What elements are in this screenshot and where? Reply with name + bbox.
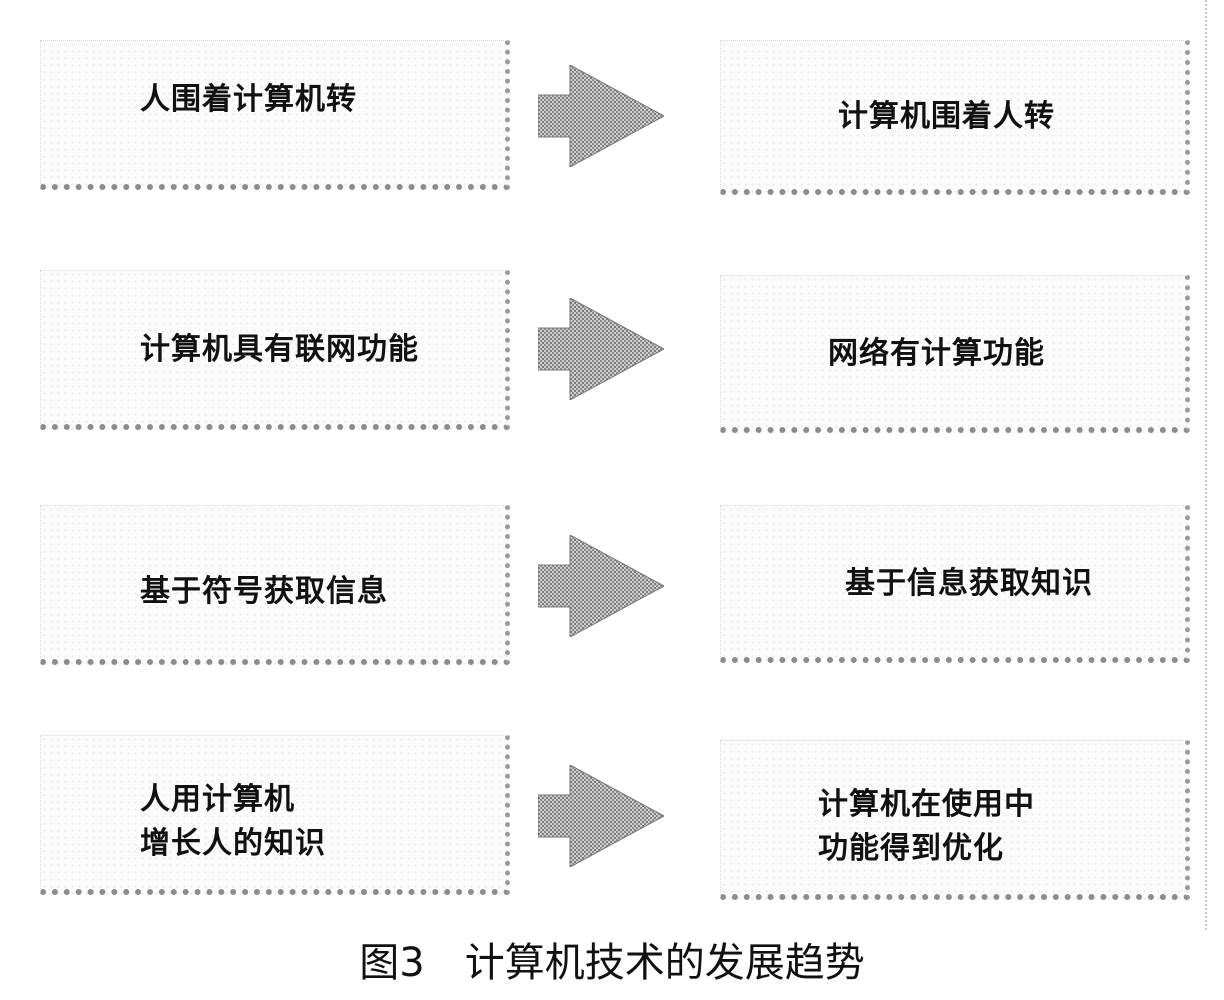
right-box-3-text: 基于信息获取知识: [845, 566, 1093, 601]
left-box-2: [40, 270, 510, 430]
left-box-4-text-line-1: 人用计算机: [140, 782, 295, 817]
left-box-4: [40, 735, 510, 895]
left-box-3: [40, 505, 510, 665]
left-box-1-text: 人围着计算机转: [140, 82, 357, 117]
right-box-3: [720, 505, 1190, 663]
arrow-icon: [538, 535, 664, 637]
trend-diagram: 人围着计算机转 计算机围着人转 计算机具有联网功能 网络有计算功能 基于符号获取…: [40, 0, 1207, 930]
left-box-3-text: 基于符号获取信息: [140, 574, 388, 609]
right-box-1: [720, 40, 1190, 195]
right-box-4-text-line-1: 计算机在使用中: [818, 787, 1035, 822]
right-box-4-text-line-2: 功能得到优化: [818, 831, 1004, 866]
left-box-1: [40, 40, 510, 190]
right-box-2-text: 网络有计算功能: [828, 336, 1045, 371]
left-box-2-text: 计算机具有联网功能: [140, 332, 419, 367]
arrow-icon: [538, 765, 664, 867]
right-box-2: [720, 275, 1190, 433]
page-edge-line: [1205, 0, 1207, 930]
arrow-icon: [538, 65, 664, 167]
figure-caption: 图3 计算机技术的发展趋势: [359, 940, 865, 986]
left-box-4-text-line-2: 增长人的知识: [140, 826, 326, 861]
right-box-4: [720, 740, 1190, 900]
right-box-1-text: 计算机围着人转: [838, 99, 1055, 134]
arrow-icon: [538, 298, 664, 400]
